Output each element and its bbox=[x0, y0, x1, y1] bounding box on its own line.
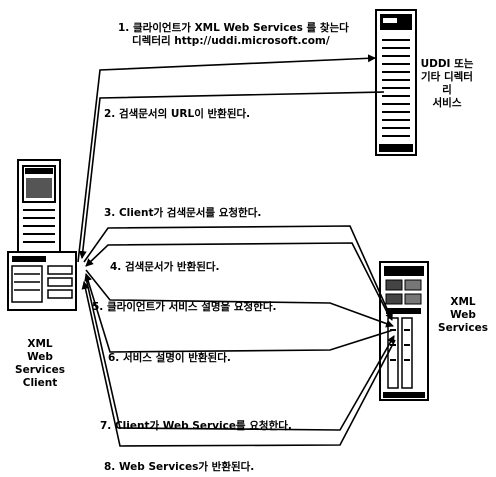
client-label: XML Web Services Client bbox=[10, 338, 70, 390]
step-6-label: 6. 서비스 설명이 반환된다. bbox=[108, 352, 231, 365]
step-8-label: 8. Web Services가 반환된다. bbox=[104, 461, 254, 474]
uddi-label-line: UDDI 또는 bbox=[405, 58, 489, 71]
step-1-line-2: 디렉터리 http://uddi.microsoft.com/ bbox=[118, 35, 349, 48]
step-2-label: 2. 검색문서의 URL이 반환된다. bbox=[104, 108, 250, 121]
web-services-label: XML Web Services bbox=[432, 296, 494, 335]
web-services-label-line: Web bbox=[432, 309, 494, 322]
web-services-label-line: Services bbox=[432, 322, 494, 335]
client-label-line: Web bbox=[10, 351, 70, 364]
web-services-label-line: XML bbox=[432, 296, 494, 309]
step-3-label: 3. Client가 검색문서를 요청한다. bbox=[104, 207, 261, 220]
step-1-label: 1. 클라이언트가 XML Web Services 를 찾는다 디렉터리 ht… bbox=[118, 22, 349, 48]
client-label-line: Services bbox=[10, 364, 70, 377]
uddi-label-line: 리 bbox=[405, 84, 489, 97]
step-4-label: 4. 검색문서가 반환된다. bbox=[110, 261, 220, 274]
arrow-step-1 bbox=[78, 58, 375, 262]
step-1-line-1: 1. 클라이언트가 XML Web Services 를 찾는다 bbox=[118, 22, 349, 35]
uddi-label-line: 기타 디렉터 bbox=[405, 71, 489, 84]
uddi-server-label: UDDI 또는 기타 디렉터 리 서비스 bbox=[405, 58, 489, 110]
client-computer-icon bbox=[8, 160, 76, 310]
web-server-icon bbox=[380, 262, 428, 400]
client-label-line: Client bbox=[10, 377, 70, 390]
step-7-label: 7. Client가 Web Service를 요청한다. bbox=[100, 420, 292, 433]
uddi-label-line: 서비스 bbox=[405, 97, 489, 110]
client-label-line: XML bbox=[10, 338, 70, 351]
step-5-label: 5. 클라이언트가 서비스 설명을 요청한다. bbox=[92, 301, 276, 314]
arrow-step-5 bbox=[86, 270, 393, 326]
